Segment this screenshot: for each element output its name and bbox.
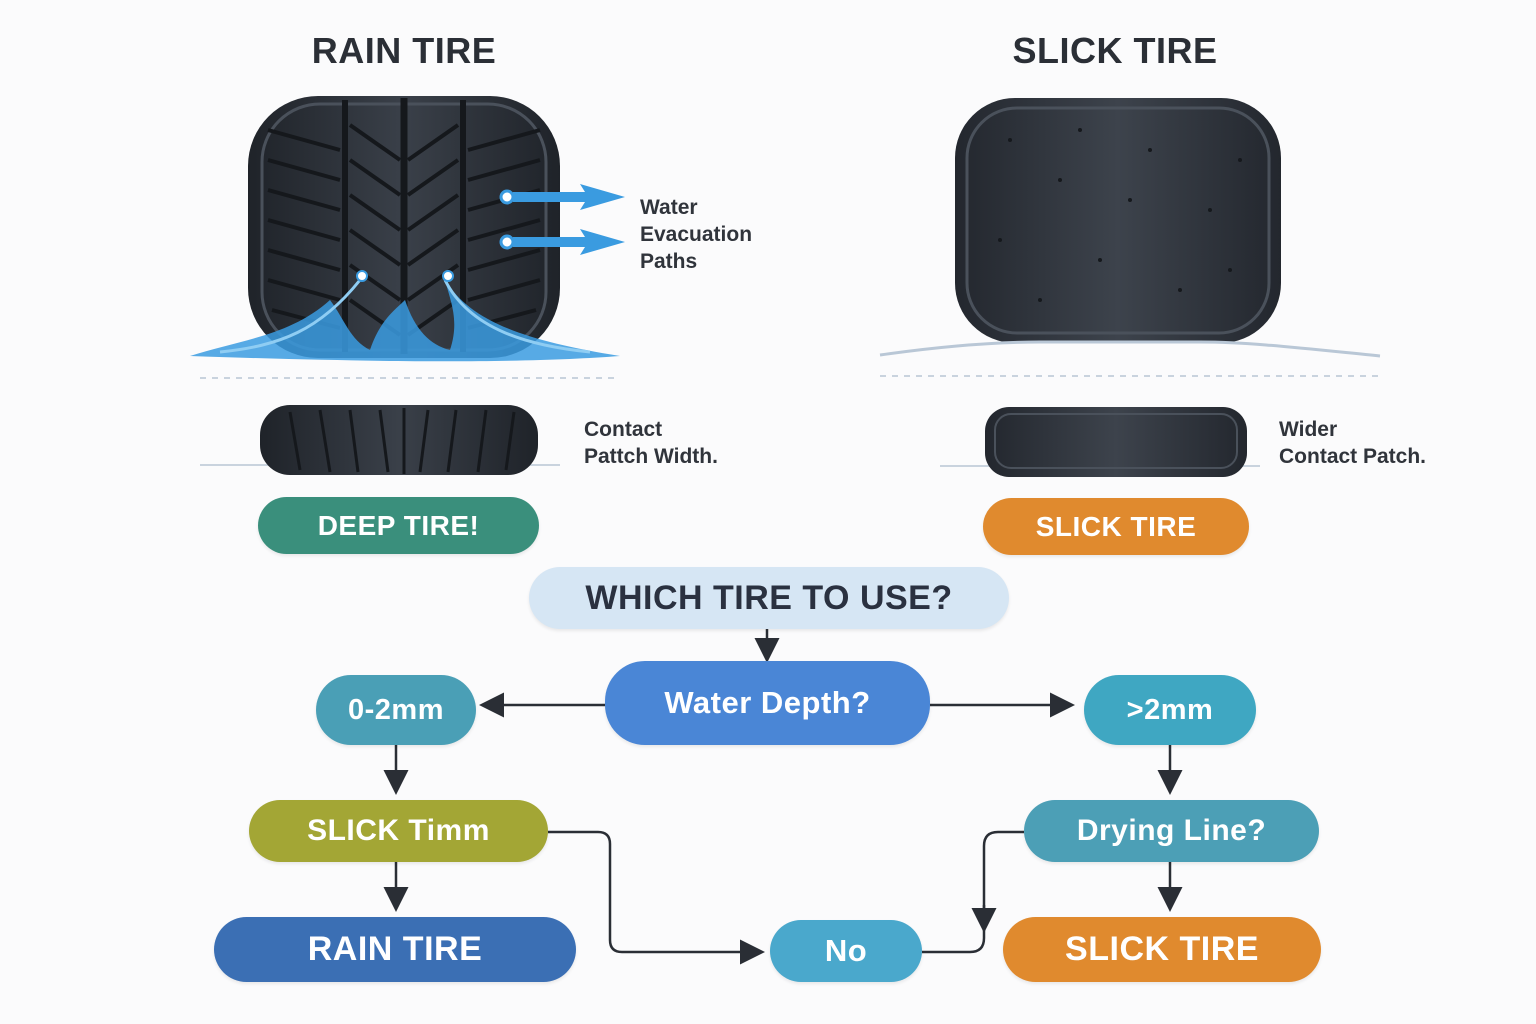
- water-evacuation-note: Water Evacuation Paths: [640, 196, 753, 273]
- rain-tire-illustration: [190, 96, 620, 379]
- rain-tire-title: RAIN TIRE: [311, 30, 497, 71]
- flow-connectors: [383, 628, 1183, 965]
- question-node: WHICH TIRE TO USE?: [529, 567, 1009, 629]
- slick-contact-note: Wider Contact Patch.: [1279, 418, 1427, 468]
- rain-contact-patch-illustration: [200, 405, 560, 475]
- rain-contact-note: Contact Pattch Width.: [584, 418, 718, 468]
- low-depth-node: 0-2mm: [316, 675, 476, 745]
- slick-timm-node: SLICK Timm: [249, 800, 548, 862]
- slick-tire-result: SLICK TIRE: [1003, 917, 1321, 982]
- drying-line-node: Drying Line?: [1024, 800, 1319, 862]
- slick-tire-badge: SLICK TIRE: [983, 498, 1249, 555]
- slick-tire-illustration: [879, 98, 1381, 377]
- water-arrow-icon: [499, 184, 625, 255]
- high-depth-node: >2mm: [1084, 675, 1256, 745]
- water-splash-icon: [190, 270, 620, 362]
- slick-contact-patch-illustration: [940, 407, 1260, 477]
- rain-tire-result: RAIN TIRE: [214, 917, 576, 982]
- slick-tire-title: SLICK TIRE: [1012, 30, 1218, 71]
- no-node: No: [770, 920, 922, 982]
- deep-tire-badge: DEEP TIRE!: [258, 497, 539, 554]
- water-depth-node: Water Depth?: [605, 661, 930, 745]
